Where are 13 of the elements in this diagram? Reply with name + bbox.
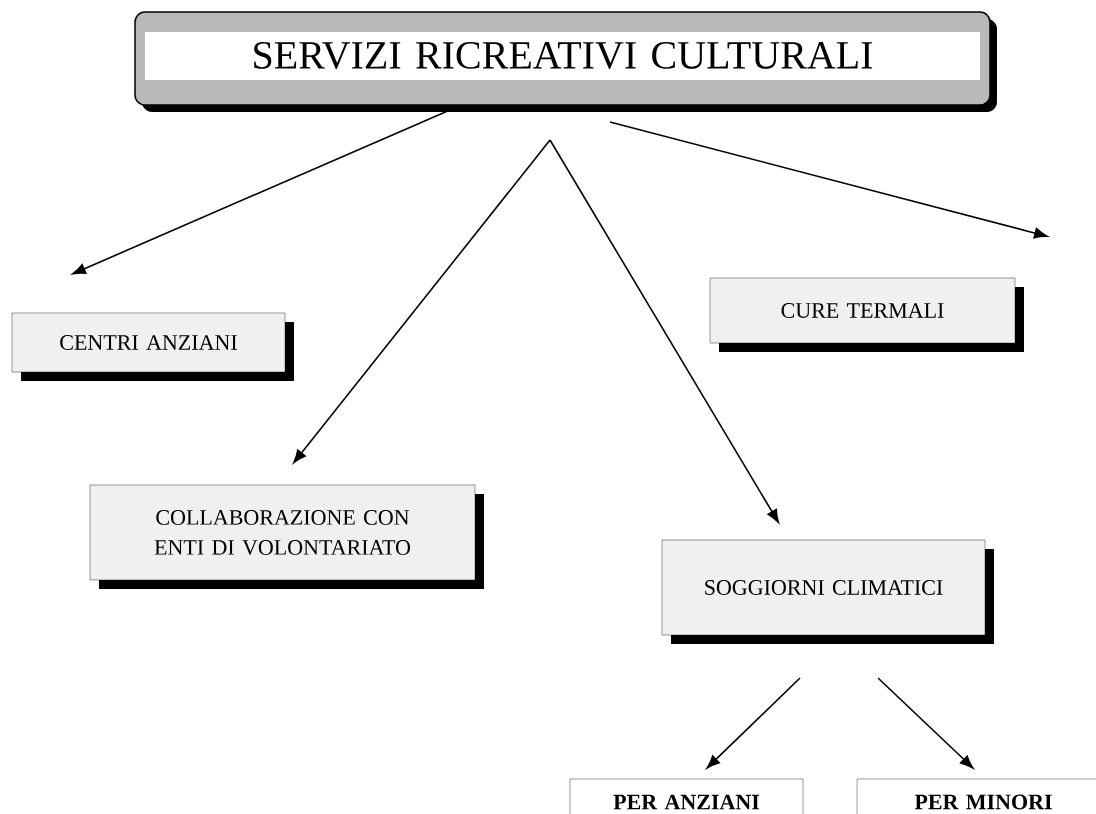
sub-box: PER MINORI bbox=[856, 778, 1096, 814]
arrow bbox=[877, 677, 974, 769]
arrow bbox=[609, 121, 1048, 239]
arrow bbox=[706, 677, 801, 769]
sub-box: PER ANZIANI bbox=[569, 778, 804, 814]
arrow bbox=[72, 109, 451, 275]
title-box: SERVIZI RICREATIVI CULTURALI bbox=[134, 11, 997, 112]
arrow bbox=[293, 139, 551, 464]
category-box: SOGGIORNI CLIMATICI bbox=[661, 539, 994, 644]
category-box: CURE TERMALI bbox=[709, 277, 1024, 352]
arrow bbox=[549, 139, 780, 523]
category-box: CENTRI ANZIANI bbox=[11, 312, 294, 381]
category-box: COLLABORAZIONE CON ENTI DI VOLONTARIATO bbox=[89, 484, 484, 589]
